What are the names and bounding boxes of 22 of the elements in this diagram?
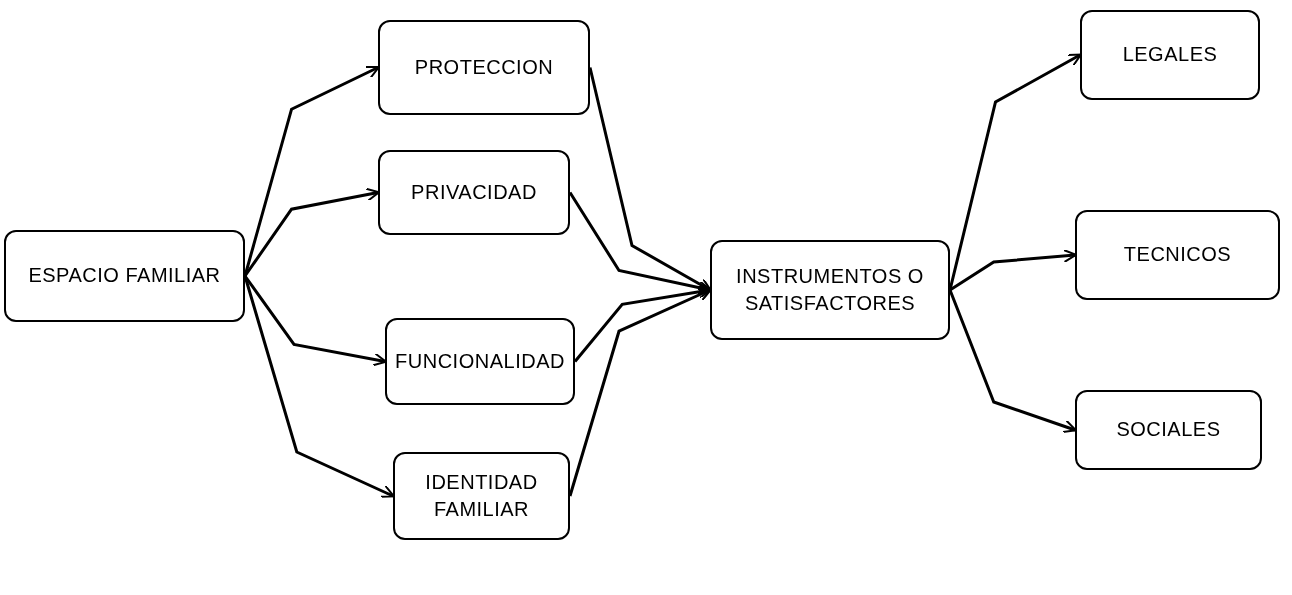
box-label: INSTRUMENTOS O SATISFACTORES xyxy=(735,263,925,316)
box-label: SOCIALES xyxy=(1116,417,1221,443)
process-box xyxy=(1080,10,1260,100)
process-box xyxy=(378,150,570,235)
process-box xyxy=(710,240,950,340)
box-label: PRIVACIDAD xyxy=(411,179,537,205)
process-box xyxy=(4,230,245,322)
arrow xyxy=(948,53,1082,291)
arrow xyxy=(948,289,1077,434)
box-label: FUNCIONALIDAD xyxy=(395,348,565,374)
process-box xyxy=(393,452,570,540)
box-label: TECNICOS xyxy=(1123,242,1232,268)
process-box xyxy=(378,20,590,115)
box-label: ESPACIO FAMILIAR xyxy=(28,263,221,289)
arrow xyxy=(949,248,1077,292)
process-box xyxy=(1075,210,1280,300)
box-label: LEGALES xyxy=(1122,42,1218,68)
process-box xyxy=(385,318,575,405)
process-box xyxy=(1075,390,1262,470)
box-label: PROTECCION xyxy=(414,54,554,80)
arrow xyxy=(243,187,380,277)
box-label: IDENTIDAD FAMILIAR xyxy=(424,469,539,522)
